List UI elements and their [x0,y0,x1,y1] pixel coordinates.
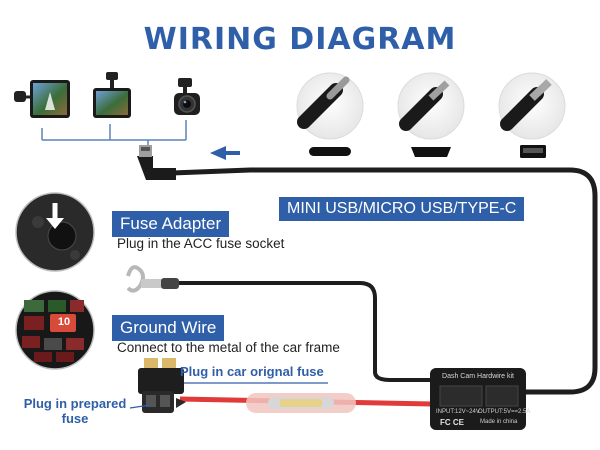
mini-usb-port-icon [520,145,546,158]
prepared-fuse-note: Plug in prepared fuse [20,396,130,426]
type-c-port-icon [309,147,351,156]
fuse-adapter-label: Fuse Adapter [112,211,230,237]
ground-wire-note: Connect to the metal of the car frame [117,340,340,355]
ground-wire [178,281,432,382]
micro-usb-port-icon [411,147,451,157]
type-c-connector-icon [296,72,364,140]
device-bracket [41,120,187,152]
direction-arrow-icon [210,146,240,160]
hardwire-box-marks: FC CE [440,418,464,427]
hardwire-box-made-in: Made in china [480,419,518,425]
usb-type-label: MINI USB/MICRO USB/TYPE-C [279,197,525,221]
mini-usb-connector-icon [498,72,566,140]
ring-terminal-icon [126,265,179,293]
dash-cam-lens-icon [174,78,200,115]
prepared-fuse-note-line1: Plug in prepared [23,396,127,411]
fuse-adapter-note: Plug in the ACC fuse socket [117,236,285,251]
usb-cable [169,167,598,395]
hardwire-box-output: OUTPUT:5V==2.5A [478,409,531,415]
hardwire-box-input: INPUT:12V~24V [436,409,480,415]
gps-navigator-icon [14,80,70,118]
prepared-fuse-leader [129,404,151,409]
fuse-socket-photo [15,192,95,272]
hardwire-box-title: Dash Cam Hardwire kit [442,373,514,380]
fuse-box-photo [15,290,95,370]
inline-fuse-holder-icon [246,393,356,413]
car-fuse-note: Plug in car orignal fuse [180,364,324,379]
add-a-fuse-tap-icon [138,358,186,413]
micro-usb-connector-icon [397,72,465,140]
fuse-value-label: 10 [57,316,71,328]
page-title: WIRING DIAGRAM [143,22,457,57]
hardwire-kit-box [430,368,526,430]
dash-cam-screen-icon [93,72,131,118]
usb-plug-icon [137,145,176,180]
prepared-fuse-note-line2: fuse [61,411,89,426]
ground-wire-label: Ground Wire [112,315,225,341]
